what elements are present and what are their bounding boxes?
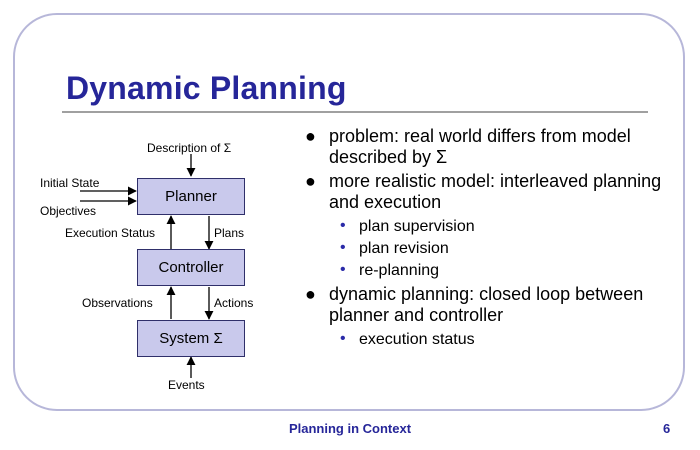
label-plans: Plans — [214, 226, 245, 240]
system-box: System Σ — [137, 320, 245, 357]
slide-footer: Planning in Context — [288, 421, 412, 436]
label-execution-status: Execution Status — [65, 226, 156, 240]
label-actions: Actions — [214, 296, 254, 310]
bullet-item: ● problem: real world differs from model… — [305, 126, 665, 168]
label-description: Description of Σ — [147, 141, 232, 155]
sub-bullet-text: execution status — [359, 331, 475, 348]
sub-bullet-item: • re-planning — [305, 260, 665, 282]
bullet-dot-icon: ● — [305, 284, 316, 304]
sub-bullet-item: • plan revision — [305, 238, 665, 260]
controller-box: Controller — [137, 249, 245, 286]
label-observations: Observations — [82, 296, 153, 310]
sub-bullet-dot-icon: • — [340, 261, 346, 278]
sub-bullet-dot-icon: • — [340, 330, 346, 347]
bullet-item: ● more realistic model: interleaved plan… — [305, 171, 665, 213]
sub-bullet-text: plan supervision — [359, 218, 475, 235]
label-events: Events — [168, 378, 205, 392]
bullet-list: ● problem: real world differs from model… — [305, 126, 665, 353]
sub-bullet-dot-icon: • — [340, 217, 346, 234]
sub-bullet-list: • execution status — [305, 329, 665, 351]
sub-bullet-dot-icon: • — [340, 239, 346, 256]
bullet-dot-icon: ● — [305, 126, 316, 146]
sub-bullet-item: • execution status — [305, 329, 665, 351]
sub-bullet-text: plan revision — [359, 240, 449, 257]
sub-bullet-list: • plan supervision • plan revision • re-… — [305, 216, 665, 282]
bullet-item: ● dynamic planning: closed loop between … — [305, 284, 665, 326]
slide-title: Dynamic Planning — [66, 70, 347, 106]
title-underline — [62, 111, 648, 113]
sub-bullet-item: • plan supervision — [305, 216, 665, 238]
label-initial-state: Initial State — [40, 176, 100, 190]
bullet-text: dynamic planning: closed loop between pl… — [329, 284, 644, 325]
slide-frame — [13, 13, 685, 411]
sub-bullet-text: re-planning — [359, 262, 440, 279]
bullet-dot-icon: ● — [305, 171, 316, 191]
page-number: 6 — [663, 421, 671, 436]
bullet-text: problem: real world differs from model d… — [329, 126, 631, 167]
label-objectives: Objectives — [40, 204, 97, 218]
planner-box: Planner — [137, 178, 245, 215]
bullet-text: more realistic model: interleaved planni… — [329, 171, 662, 212]
